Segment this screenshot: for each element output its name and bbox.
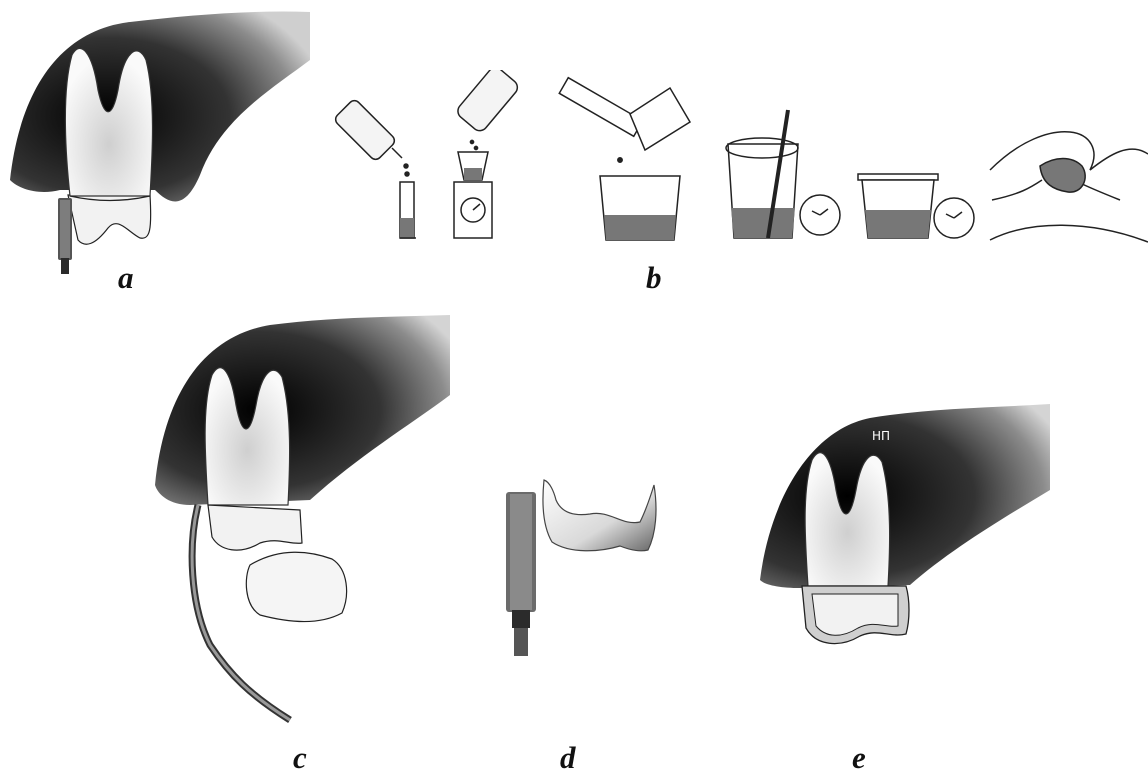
bur-icon (506, 492, 536, 656)
panel-e-illustration: НП (750, 400, 1060, 720)
panel-label-b: b (646, 262, 662, 293)
measuring-cylinder-icon (400, 182, 416, 238)
crown-fragment-1 (208, 505, 302, 550)
panel-c-illustration (150, 315, 460, 725)
gum (155, 315, 450, 505)
gum (10, 12, 310, 202)
bur-icon (58, 198, 72, 274)
hands-kneading-icon (990, 132, 1148, 242)
panel-label-e: e (852, 742, 866, 773)
powder-cup-icon (630, 88, 690, 150)
crown-shell (543, 480, 656, 551)
annotation-np: НП (872, 429, 890, 443)
mixing-beaker-icon (600, 176, 680, 240)
panel-label-c: c (293, 742, 307, 773)
panel-a-illustration (0, 0, 320, 280)
panel-label-a: a (118, 262, 134, 293)
liquid-bottle-icon (333, 98, 409, 176)
clock-icon-1 (800, 195, 840, 235)
graduate-icon (559, 78, 642, 162)
crown-fragment-2 (246, 552, 346, 621)
panel-b-illustration (330, 70, 1148, 270)
scale-icon (454, 152, 492, 238)
clock-icon-2 (934, 198, 974, 238)
powder-bottle-icon (455, 70, 521, 150)
gum (760, 404, 1050, 588)
covered-beaker-icon (858, 174, 938, 238)
panel-label-d: d (560, 742, 576, 773)
panel-d-illustration (490, 470, 680, 670)
tooth-crown (68, 195, 151, 244)
stirring-beaker-icon (726, 110, 798, 238)
